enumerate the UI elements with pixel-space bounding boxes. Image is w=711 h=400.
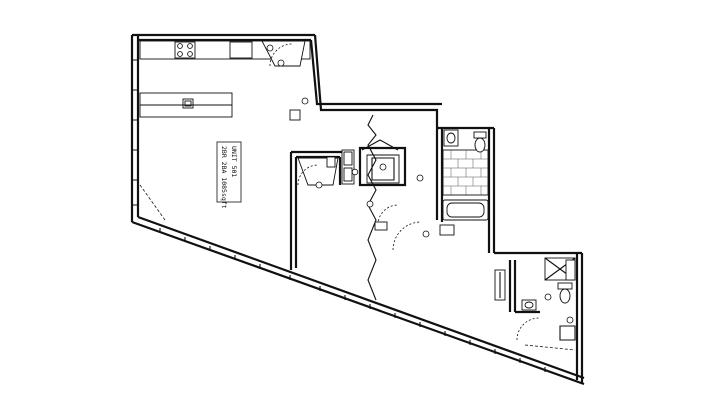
exterior-walls xyxy=(130,33,585,386)
stove-burners xyxy=(177,43,193,57)
unit-label: UNIT 501 2BR 2BA 1085sqft xyxy=(216,141,242,209)
light-fixture-icon xyxy=(266,44,274,52)
electrical-panel xyxy=(289,109,301,121)
light-fixture-icon xyxy=(422,230,430,238)
light-fixture-icon xyxy=(566,316,574,324)
balcony-line xyxy=(139,184,166,221)
unit-label-line1: UNIT 501 xyxy=(230,146,238,177)
linen-closet xyxy=(565,259,576,281)
washer-dryer-icon xyxy=(341,149,355,185)
closet-shelf xyxy=(326,156,336,168)
unit-label-line2: 2BR 2BA 1085sqft xyxy=(220,146,228,209)
light-fixture-icon xyxy=(277,59,285,67)
light-fixture-icon xyxy=(544,293,552,301)
tile-grid xyxy=(443,150,488,195)
toilet-tank xyxy=(473,131,487,139)
kitchen xyxy=(139,40,311,121)
tiled-shower xyxy=(442,149,489,196)
light-fixture-icon xyxy=(379,163,387,171)
toilet-tank xyxy=(557,282,573,290)
light-fixture-icon xyxy=(351,168,359,176)
vanity xyxy=(439,224,455,236)
light-fixture-icon xyxy=(416,174,424,182)
sink-basin xyxy=(184,100,192,107)
bedroom-2 xyxy=(289,150,345,270)
bathroom-1 xyxy=(435,126,496,253)
shower-icon xyxy=(371,157,395,181)
facade-windows xyxy=(132,59,546,372)
master-bath xyxy=(494,257,576,351)
refrigerator xyxy=(229,41,253,59)
toilet-icon xyxy=(474,137,486,153)
toilet-icon xyxy=(559,288,571,304)
light-fixture-icon xyxy=(315,181,323,189)
light-fixture-icon xyxy=(366,200,374,208)
light-fixture-icon xyxy=(301,97,309,105)
hall-bath xyxy=(351,114,430,301)
